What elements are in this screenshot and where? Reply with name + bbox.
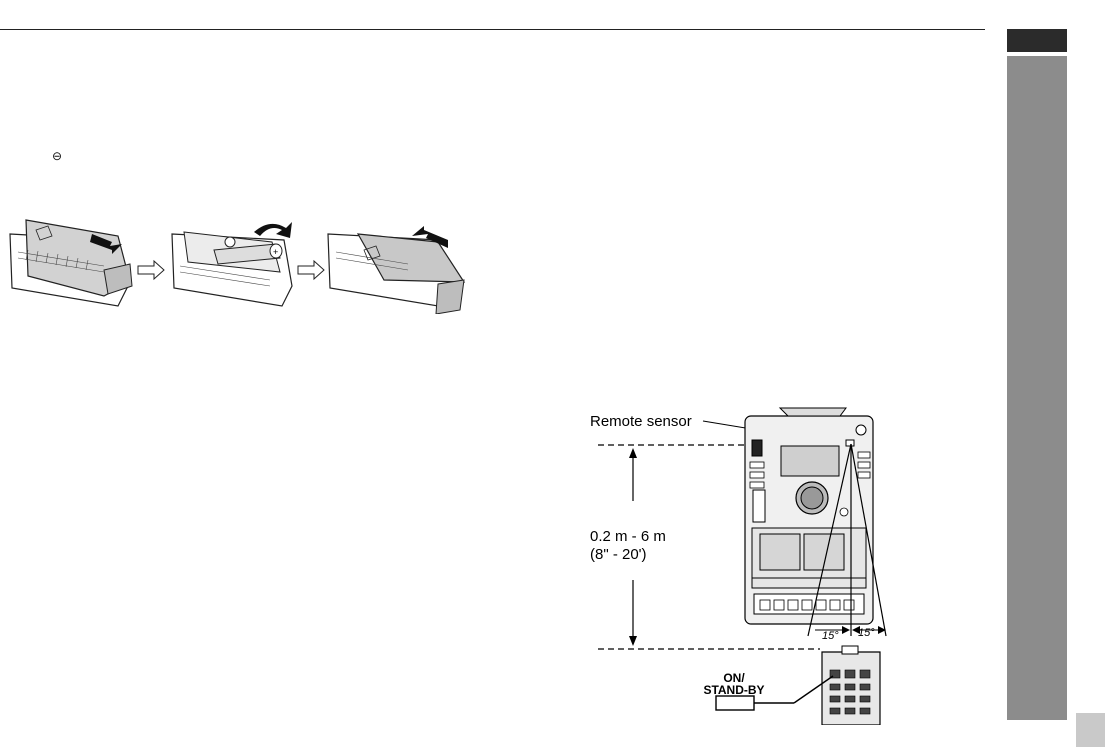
section-tab-gray: [1007, 56, 1067, 720]
page-number-box: [1076, 713, 1105, 747]
remote-sensor-label: Remote sensor: [590, 413, 692, 430]
distance-metric: 0.2 m - 6 m: [590, 528, 666, 545]
header-rule: [0, 29, 985, 30]
stereo-unit-illustration: [745, 408, 873, 624]
distance-imperial: (8" - 20'): [590, 546, 647, 563]
remote-control-illustration: [822, 646, 880, 725]
remote-step-3: [328, 226, 464, 314]
step-arrow-2: [298, 261, 324, 279]
remote-sensor-range-diagram: Remote sensor 0.2 m - 6 m (8" - 20'): [590, 400, 900, 725]
remote-step-2: +: [172, 222, 292, 306]
svg-text:+: +: [273, 247, 278, 257]
angle-right-label: 15°: [858, 627, 875, 639]
battery-installation-illustration: +: [8, 214, 470, 314]
minus-symbol: ⊖: [52, 150, 62, 162]
button-label-line2: STAND-BY: [703, 683, 764, 697]
section-tab-dark: [1007, 29, 1067, 52]
on-standby-button-box: [716, 696, 754, 710]
step-arrow-1: [138, 261, 164, 279]
angle-left-label: 15°: [822, 630, 839, 642]
remote-step-1: [10, 220, 132, 306]
